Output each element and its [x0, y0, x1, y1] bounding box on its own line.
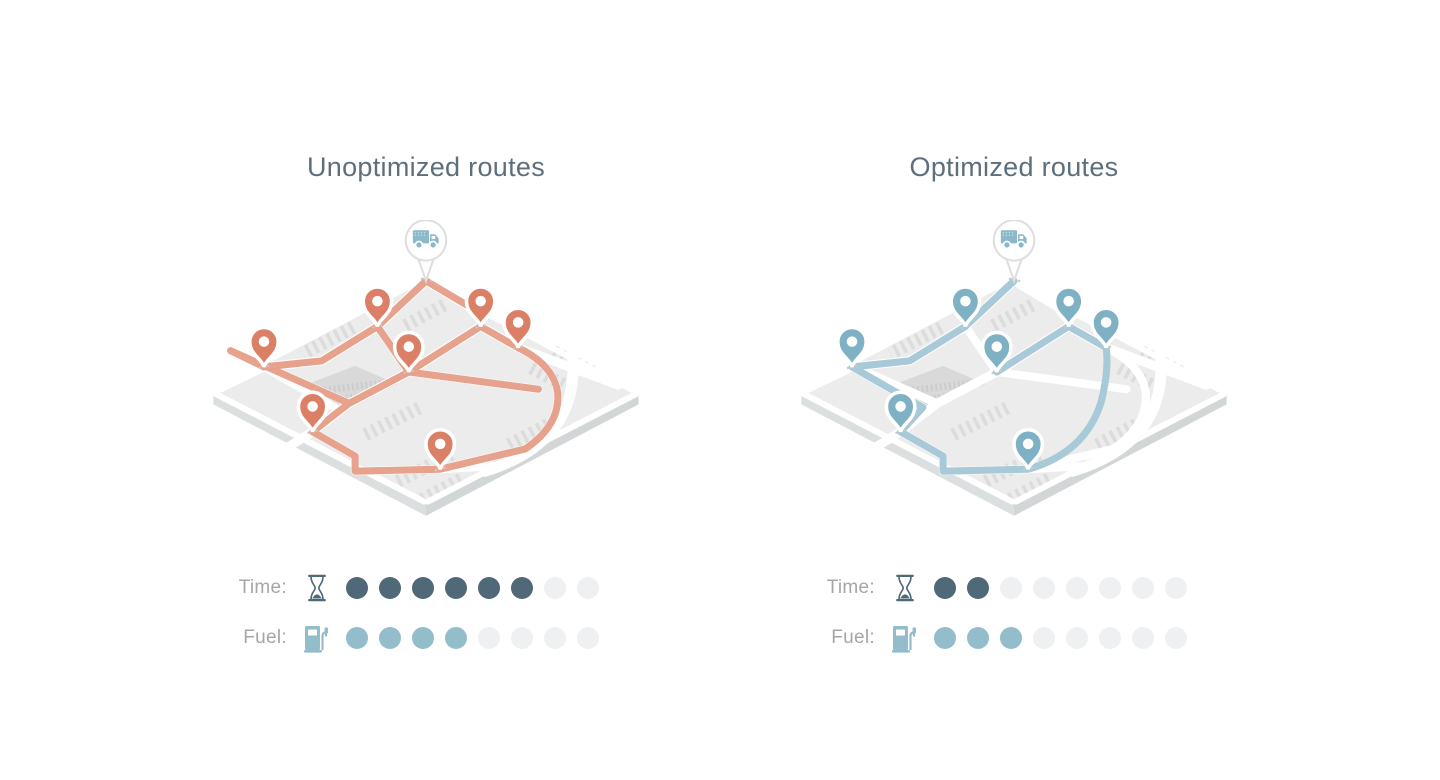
delivery-truck-icon: [1000, 230, 1027, 250]
meter-dot: [967, 577, 989, 599]
meter-dot: [379, 577, 401, 599]
meter-dot: [1066, 627, 1088, 649]
truck-marker: [992, 220, 1036, 284]
time-meter: [346, 577, 599, 599]
fuel-meter: [346, 627, 599, 649]
stats-unoptimized: Time: Fuel:: [225, 574, 599, 653]
fuel-meter: [934, 627, 1187, 649]
fuel-stat-row: Fuel:: [225, 623, 599, 653]
meter-dot: [511, 627, 533, 649]
meter-dot: [577, 627, 599, 649]
route-path-optimized: [848, 277, 1111, 475]
delivery-truck-icon: [412, 230, 439, 250]
meter-dot: [1099, 577, 1121, 599]
meter-dot: [478, 577, 500, 599]
time-stat-row: Time:: [813, 574, 1187, 602]
fuel-pump-icon: [302, 623, 332, 653]
meter-dot: [1099, 627, 1121, 649]
meter-dot: [445, 627, 467, 649]
meter-dot: [412, 627, 434, 649]
meter-dot: [1165, 577, 1187, 599]
stats-optimized: Time: Fuel:: [813, 574, 1187, 653]
hourglass-icon: [890, 574, 920, 602]
meter-dot: [544, 627, 566, 649]
meter-dot: [412, 577, 434, 599]
panel-optimized: Optimized routes: [720, 150, 1308, 653]
meter-dot: [934, 627, 956, 649]
hourglass-icon: [302, 574, 332, 602]
meter-dot: [577, 577, 599, 599]
meter-dot: [346, 627, 368, 649]
meter-dot: [511, 577, 533, 599]
meter-dot: [1165, 627, 1187, 649]
fuel-pump-icon: [890, 623, 920, 653]
meter-dot: [346, 577, 368, 599]
meter-dot: [478, 627, 500, 649]
time-meter: [934, 577, 1187, 599]
time-label: Time:: [238, 577, 287, 598]
fuel-stat-row: Fuel:: [813, 623, 1187, 653]
meter-dot: [1132, 627, 1154, 649]
comparison-layout: Unoptimized routes: [132, 150, 1308, 653]
panel-title: Optimized routes: [909, 152, 1119, 182]
meter-dot: [445, 577, 467, 599]
map-base: [801, 280, 1227, 516]
time-label: Time:: [826, 577, 875, 598]
meter-dot: [934, 577, 956, 599]
route-map-illustration-unoptimized: [210, 220, 640, 516]
meter-dot: [967, 627, 989, 649]
fuel-label: Fuel:: [831, 627, 875, 648]
truck-marker: [404, 220, 448, 284]
meter-dot: [1066, 577, 1088, 599]
map-base: [213, 280, 639, 516]
meter-dot: [1132, 577, 1154, 599]
fuel-label: Fuel:: [243, 627, 287, 648]
meter-dot: [1000, 577, 1022, 599]
panel-unoptimized: Unoptimized routes: [132, 150, 720, 653]
meter-dot: [544, 577, 566, 599]
panel-title: Unoptimized routes: [306, 152, 545, 182]
meter-dot: [1000, 627, 1022, 649]
meter-dot: [1033, 577, 1055, 599]
meter-dot: [379, 627, 401, 649]
meter-dot: [1033, 627, 1055, 649]
time-stat-row: Time:: [225, 574, 599, 602]
route-map-illustration-optimized: [798, 220, 1228, 516]
